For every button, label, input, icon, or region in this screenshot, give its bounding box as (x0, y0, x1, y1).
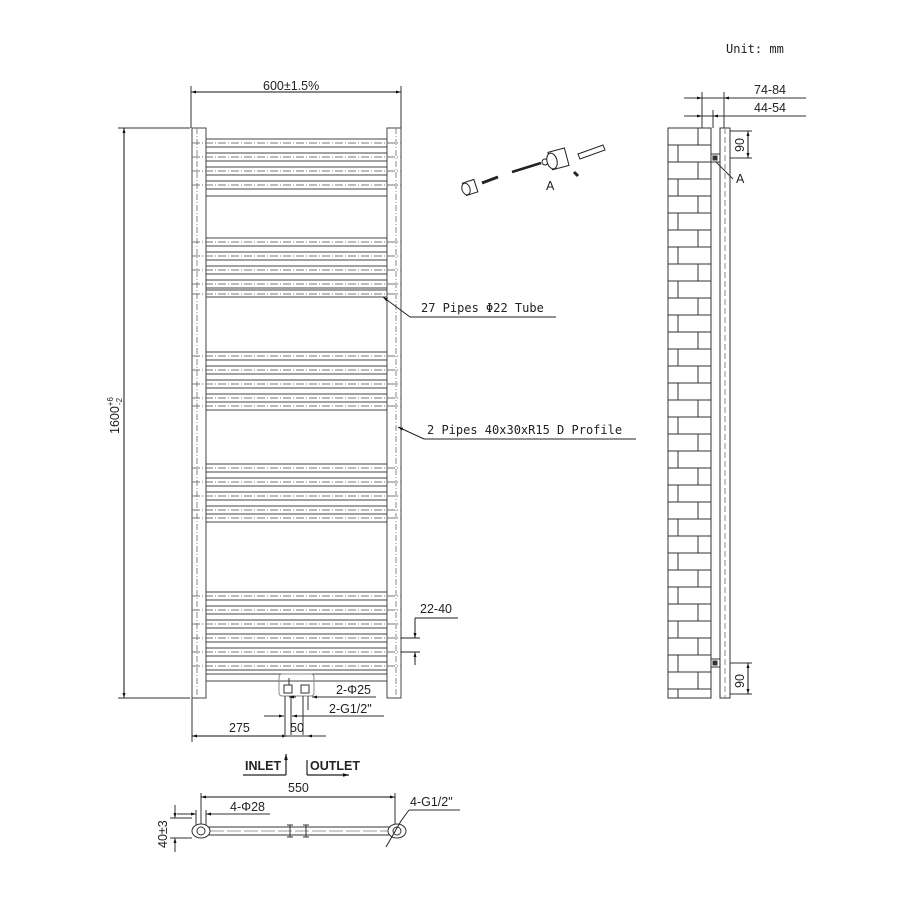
leg-diameter-label: 4-Φ28 (230, 800, 265, 814)
callout-tubes-label: 27 Pipes Φ22 Tube (421, 301, 544, 315)
wall-gap-label: 22-40 (420, 602, 452, 616)
offset-dimension-label: 275 (229, 721, 250, 735)
outlet-label: OUTLET (310, 759, 360, 773)
top-bracket-offset-label: 90 (733, 138, 747, 152)
fixing-kit (461, 144, 606, 197)
tube-group-2 (192, 237, 401, 298)
inner-depth-label: 44-54 (754, 101, 786, 115)
callout-profile-label: 2 Pipes 40x30xR15 D Profile (427, 423, 623, 437)
depth-dimension-label: 40±3 (156, 820, 170, 848)
wall-gap-dimension (401, 617, 458, 665)
bracket-ref-label: A (736, 172, 745, 186)
height-dimension-label: 1600+6-2 (106, 397, 124, 434)
leg-thread-label: 4-G1/2" (410, 795, 453, 809)
side-view (667, 92, 806, 699)
valve-thread-label: 2-G1/2" (329, 702, 372, 716)
width-dimension-label: 600±1.5% (263, 79, 320, 93)
outer-depth-label: 74-84 (754, 83, 786, 97)
callout-leaders (382, 296, 636, 440)
bottom-bracket-offset-label: 90 (733, 674, 747, 688)
bottom-view (170, 793, 460, 852)
tube-rails (192, 138, 401, 682)
tube-group-3 (192, 351, 401, 411)
fixing-kit-label: A (546, 179, 555, 193)
flow-arrows (243, 754, 349, 777)
valve-spacing-label: 50 (290, 721, 304, 735)
tube-group-1 (192, 138, 401, 197)
inlet-label: INLET (245, 759, 282, 773)
centers-dimension-label: 550 (288, 781, 309, 795)
tube-group-5 (192, 591, 401, 682)
unit-label: Unit: mm (726, 42, 784, 56)
valve-assembly (191, 673, 384, 742)
tube-group-4 (192, 463, 401, 523)
valve-diameter-label: 2-Φ25 (336, 683, 371, 697)
